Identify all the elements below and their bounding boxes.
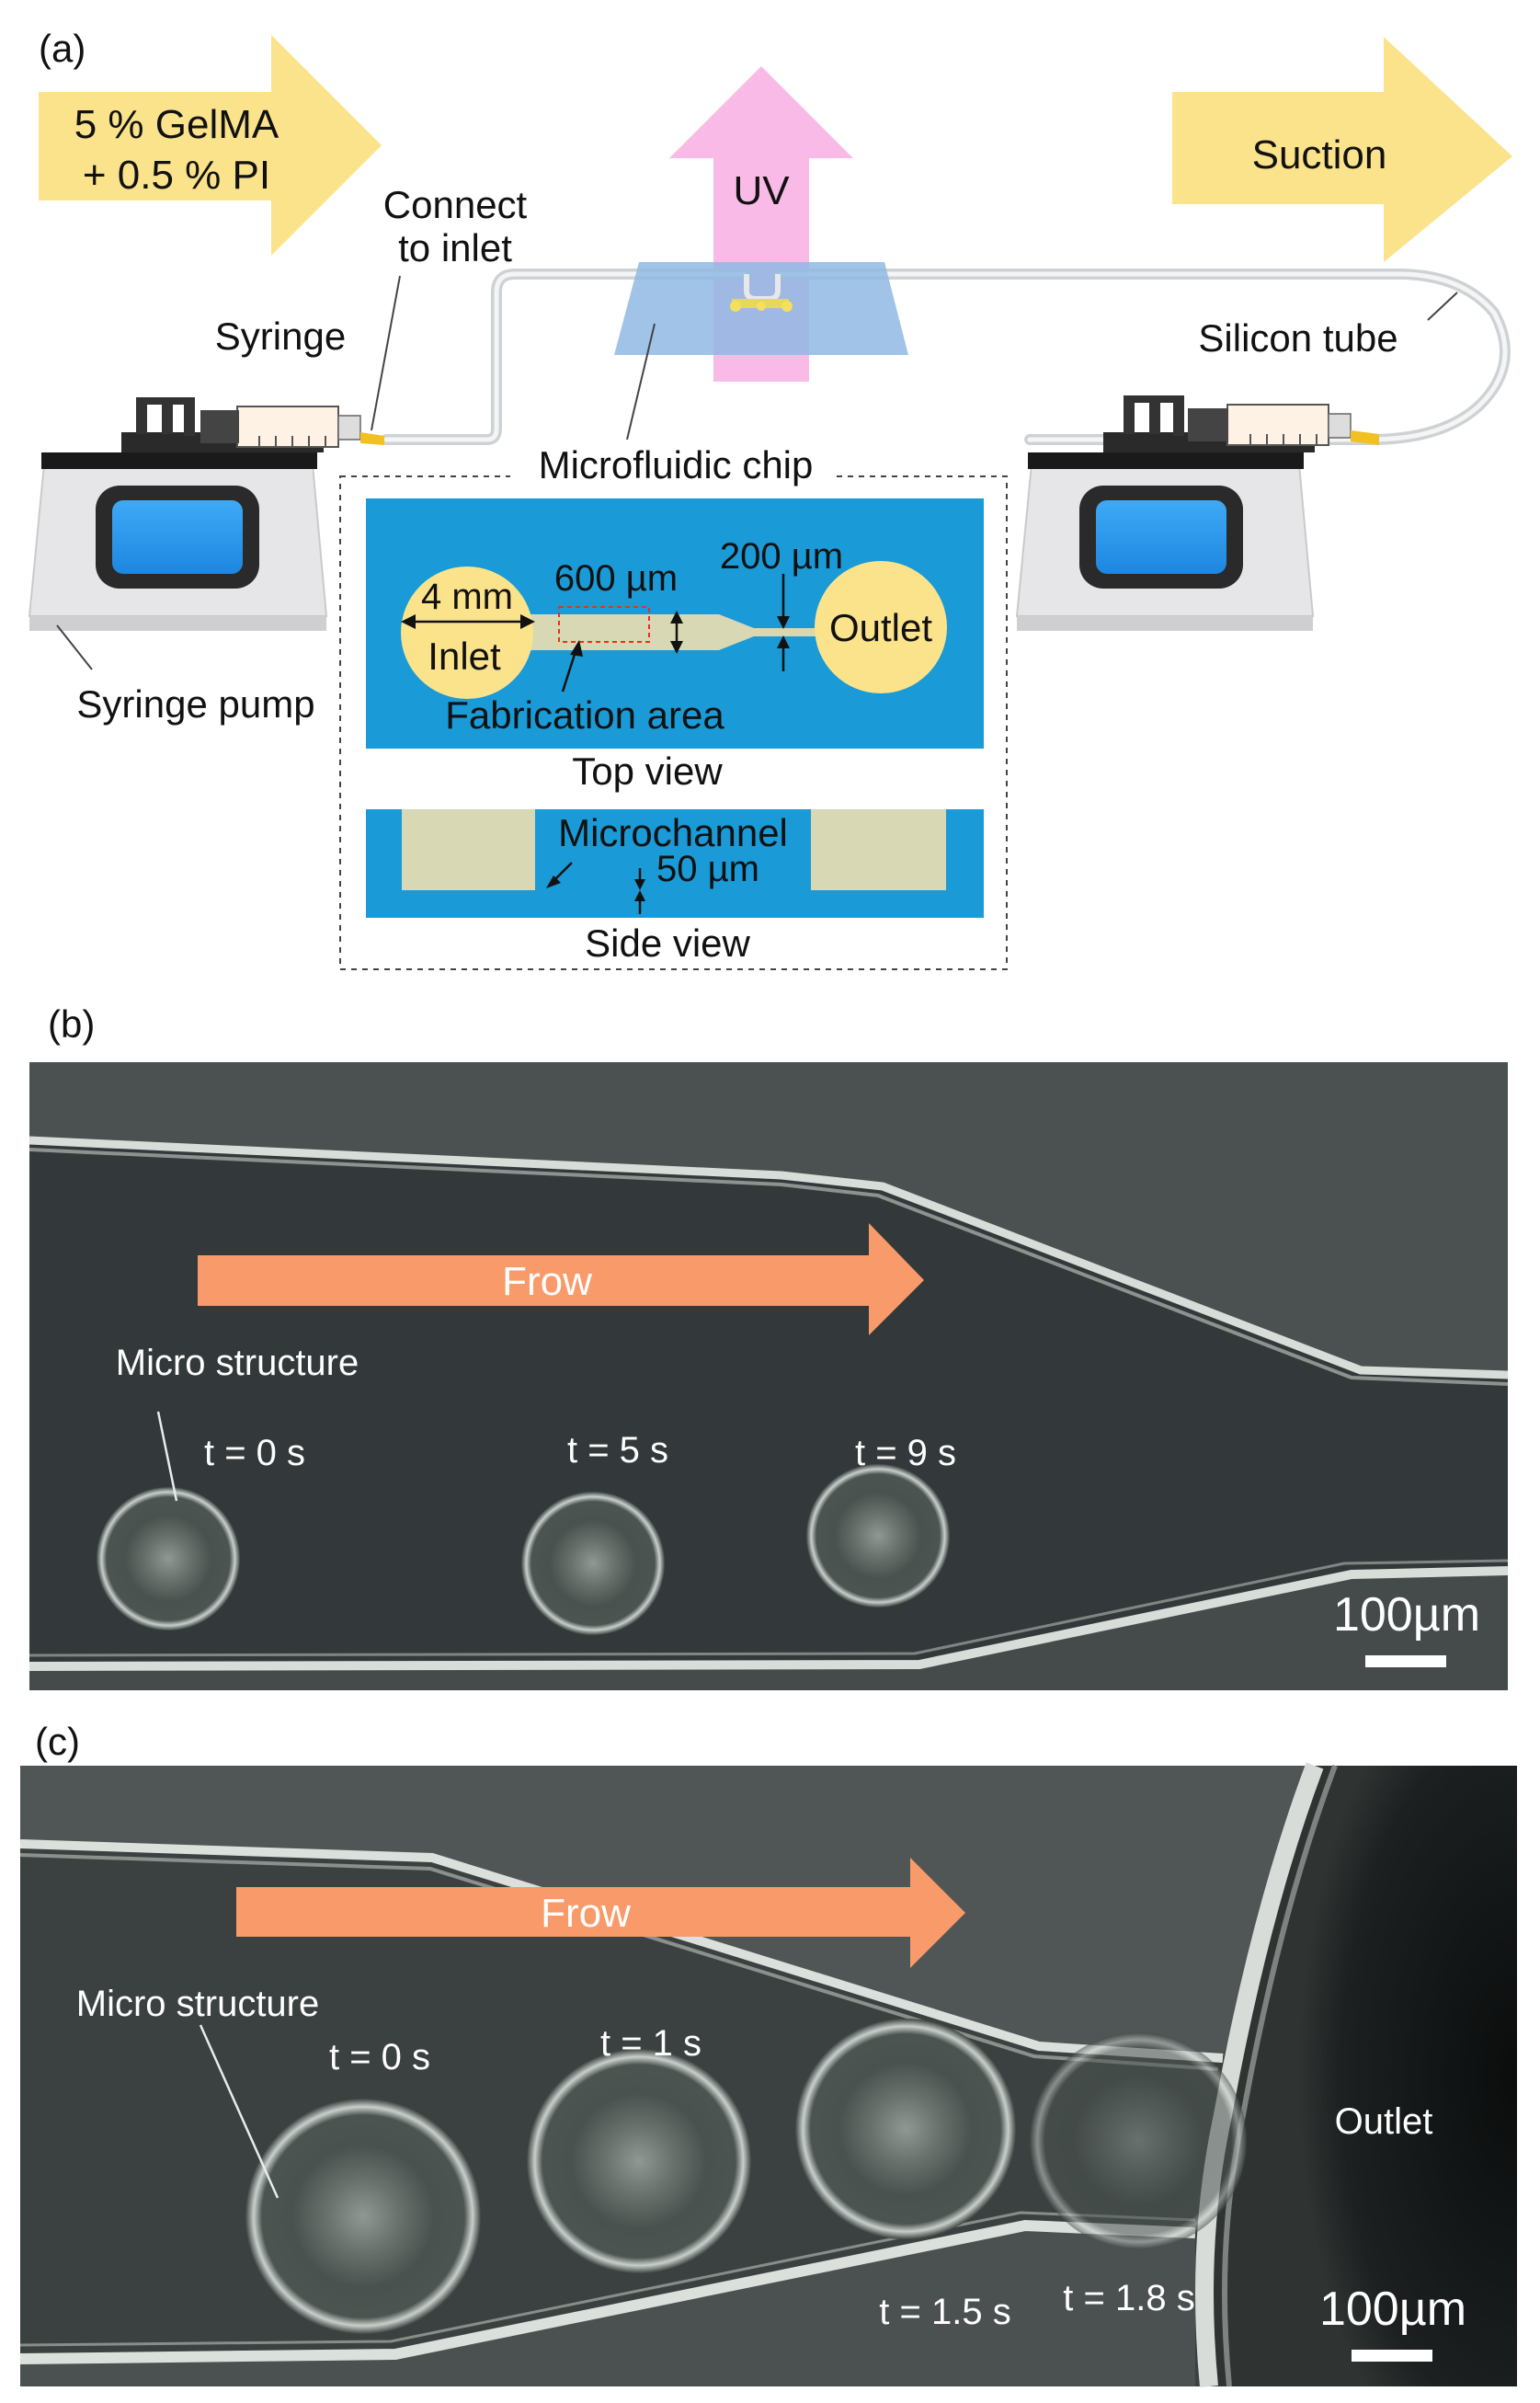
input-arrow-line2: + 0.5 % PI xyxy=(83,153,270,198)
silicon-tube-label: Silicon tube xyxy=(1198,316,1397,360)
time-b-0: t = 0 s xyxy=(204,1433,305,1473)
time-c-0: t = 0 s xyxy=(329,2037,430,2077)
micrograph-b: Frow Micro structure t = 0 s t = 5 s t =… xyxy=(29,1062,1509,1690)
microchannel-label: Microchannel xyxy=(558,811,788,854)
outlet-label-top: Outlet xyxy=(829,606,932,649)
structure-b-2 xyxy=(806,1464,950,1608)
silicon-tube-inner xyxy=(383,271,1508,442)
structure-label-b: Micro structure xyxy=(116,1343,359,1383)
time-b-1: t = 5 s xyxy=(567,1430,668,1470)
suction-arrow-shape xyxy=(1172,37,1512,262)
time-c-2: t = 1.5 s xyxy=(879,2292,1010,2332)
suction-label: Suction xyxy=(1252,132,1387,177)
structure-b-1 xyxy=(521,1492,665,1635)
suction-arrow: Suction xyxy=(1172,37,1512,262)
structure-c-1 xyxy=(527,2049,751,2273)
time-b-2: t = 9 s xyxy=(855,1433,956,1473)
inlet-size-label: 4 mm xyxy=(421,577,513,617)
width-200-label: 200 µm xyxy=(720,536,843,577)
structure-c-3 xyxy=(1030,2032,1247,2249)
inlet-port xyxy=(401,566,533,699)
outlet-label-c: Outlet xyxy=(1335,2101,1433,2142)
time-c-3: t = 1.8 s xyxy=(1063,2278,1194,2318)
time-c-1: t = 1 s xyxy=(600,2023,702,2064)
scale-bar-b-label: 100µm xyxy=(1333,1588,1480,1642)
panel-a: (a) 5 % GelMA + 0.5 % PI UV Suction xyxy=(28,27,1512,970)
panel-c-label: (c) xyxy=(35,1720,80,1763)
connect-label-line2: to inlet xyxy=(398,226,512,269)
scale-bar-b xyxy=(1365,1655,1446,1667)
input-arrow: 5 % GelMA + 0.5 % PI xyxy=(39,35,382,256)
pump-label: Syringe pump xyxy=(76,682,314,726)
top-view: 4 mm Inlet 600 µm 200 µm Outlet Fabricat… xyxy=(366,498,984,749)
micrograph-c: Frow Micro structure t = 0 s t = 1 s t =… xyxy=(19,1762,1517,2387)
inlet-label: Inlet xyxy=(428,635,501,678)
uv-label: UV xyxy=(733,168,790,213)
panel-c: (c) Frow Micro structure xyxy=(19,1720,1517,2387)
side-view-caption: Side view xyxy=(585,921,750,965)
structure-c-2 xyxy=(795,2019,1016,2239)
outlet-c-region xyxy=(1204,1766,1517,2386)
flow-label-b: Frow xyxy=(502,1259,592,1304)
right-pump-screen xyxy=(1096,500,1226,574)
left-syringe-pump xyxy=(28,397,384,631)
channel-height-label: 50 µm xyxy=(656,849,759,889)
left-pump-screen xyxy=(112,500,243,574)
input-arrow-shape xyxy=(39,35,382,256)
connect-label-line1: Connect xyxy=(383,183,528,226)
panel-b: (b) Frow Micro structure t = 0 s t = 5 s xyxy=(29,1002,1509,1690)
outlet-port xyxy=(815,561,947,693)
fabrication-area-label: Fabrication area xyxy=(445,693,724,737)
channel-b-bottom-edge xyxy=(29,1566,1509,1671)
fabrication-area xyxy=(558,606,650,643)
scale-bar-c xyxy=(1352,2350,1432,2362)
structure-c-0 xyxy=(245,2099,481,2334)
top-view-caption: Top view xyxy=(572,750,723,793)
panel-a-label: (a) xyxy=(39,27,86,70)
side-view: Microchannel 50 µm xyxy=(366,809,984,918)
right-syringe-barrel xyxy=(1226,404,1329,446)
flow-arrow-b xyxy=(198,1223,924,1335)
right-syringe-pump xyxy=(1015,395,1379,631)
panel-b-label: (b) xyxy=(48,1002,95,1046)
width-600-label: 600 µm xyxy=(554,558,678,599)
microfluidic-chip xyxy=(614,262,908,355)
chip-label: Microfluidic chip xyxy=(539,443,814,486)
input-arrow-line1: 5 % GelMA xyxy=(74,102,279,147)
channel-b-top-edge xyxy=(29,1136,1509,1379)
flow-arrow-c xyxy=(236,1858,965,1968)
flow-label-c: Frow xyxy=(541,1891,631,1936)
structure-b-0 xyxy=(97,1487,240,1631)
scale-bar-c-label: 100µm xyxy=(1319,2283,1466,2336)
side-view-microchannel xyxy=(535,809,811,890)
structure-label-c: Micro structure xyxy=(76,1984,320,2024)
left-syringe-barrel xyxy=(236,406,339,448)
syringe-label: Syringe xyxy=(215,315,346,358)
